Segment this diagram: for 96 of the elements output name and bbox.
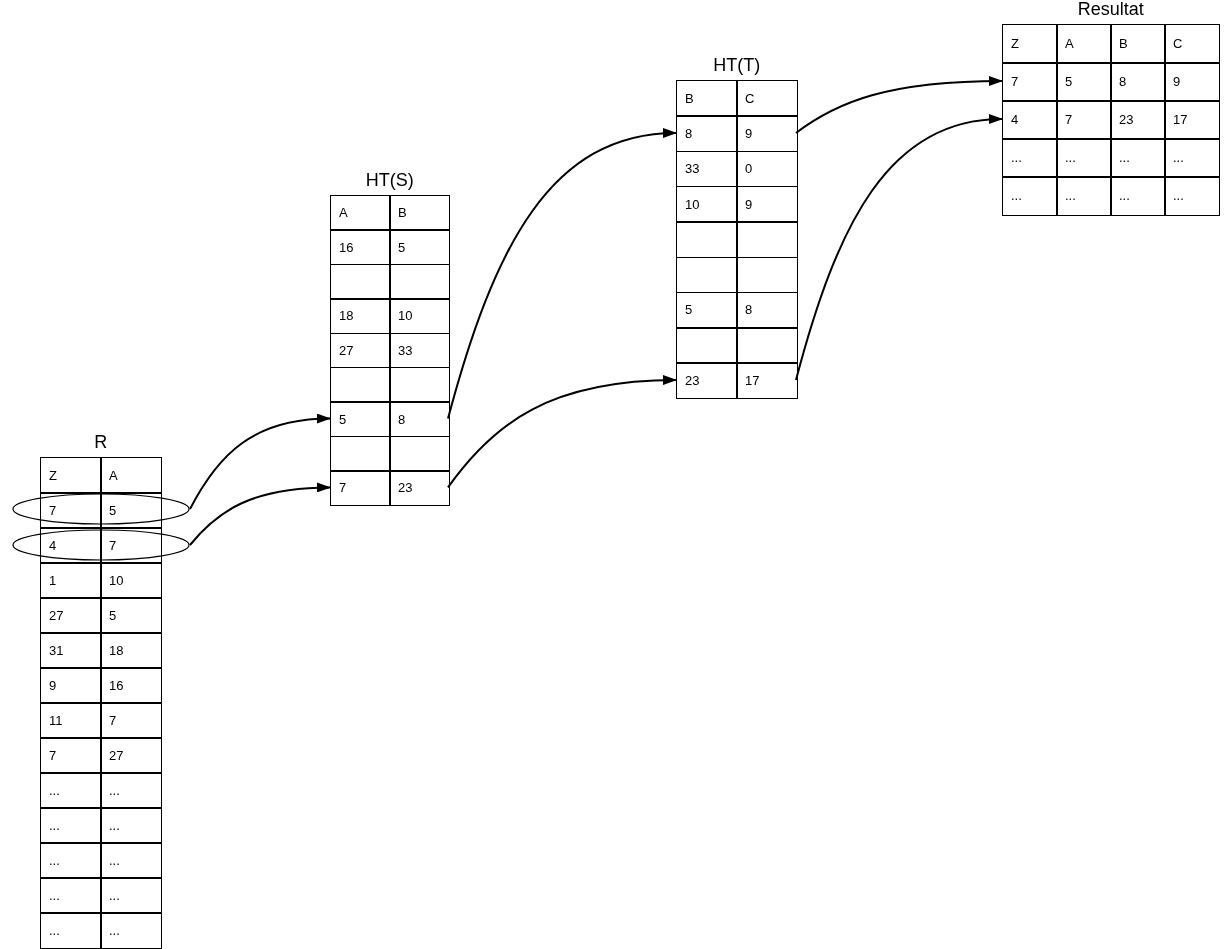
table-cell: 5 bbox=[100, 597, 162, 634]
table-cell: A bbox=[330, 195, 391, 231]
arrow bbox=[795, 76, 1003, 134]
table-cell: 4 bbox=[1002, 100, 1058, 140]
table-cell: 9 bbox=[736, 185, 798, 223]
table-cell: B bbox=[1110, 24, 1166, 64]
table-cell: 10 bbox=[100, 562, 162, 599]
table-cell: 27 bbox=[330, 332, 391, 369]
table-cell bbox=[330, 435, 391, 472]
table-cell: 23 bbox=[389, 470, 450, 507]
table-cell bbox=[330, 367, 391, 403]
table-cell: 27 bbox=[40, 597, 102, 634]
table-cell: 8 bbox=[736, 291, 798, 329]
table-cell: A bbox=[1056, 24, 1112, 64]
table-cell: Z bbox=[1002, 24, 1058, 64]
table-cell: ... bbox=[100, 842, 162, 879]
table-cell: 7 bbox=[1056, 100, 1112, 140]
arrow bbox=[189, 414, 331, 510]
table-cell: 18 bbox=[330, 298, 391, 335]
table-cell: 7 bbox=[100, 527, 162, 564]
table-cell: B bbox=[676, 80, 738, 117]
table-cell: ... bbox=[1056, 138, 1112, 178]
table-cell: ... bbox=[1164, 176, 1220, 216]
table-cell: ... bbox=[40, 807, 102, 844]
table-cell: 8 bbox=[389, 401, 450, 438]
table-cell bbox=[676, 256, 738, 294]
table-cell: ... bbox=[40, 842, 102, 879]
table-title: HT(S) bbox=[365, 169, 414, 192]
table-cell: 0 bbox=[736, 150, 798, 188]
table-cell: ... bbox=[100, 877, 162, 914]
table-cell: 7 bbox=[1002, 62, 1058, 102]
table-cell: 9 bbox=[736, 115, 798, 153]
table-cell bbox=[736, 256, 798, 294]
table-cell: 27 bbox=[100, 737, 162, 774]
table-cell: ... bbox=[40, 772, 102, 809]
table-cell: 9 bbox=[1164, 62, 1220, 102]
table-cell bbox=[389, 263, 450, 300]
table-cell: A bbox=[100, 457, 162, 494]
table-cell: ... bbox=[1002, 138, 1058, 178]
table-cell bbox=[676, 327, 738, 364]
table-cell bbox=[736, 221, 798, 258]
arrow bbox=[795, 115, 1003, 382]
table-cell: 5 bbox=[676, 291, 738, 329]
table-cell: 18 bbox=[100, 632, 162, 669]
table-cell: 23 bbox=[1110, 100, 1166, 140]
table-cell: C bbox=[1164, 24, 1220, 64]
table-cell: Z bbox=[40, 457, 102, 494]
table-cell: ... bbox=[40, 877, 102, 914]
table-cell: 17 bbox=[736, 362, 798, 400]
arrow bbox=[447, 129, 677, 420]
table-cell: C bbox=[736, 80, 798, 117]
arrow bbox=[447, 375, 677, 489]
table-cell: ... bbox=[100, 772, 162, 809]
table-cell: B bbox=[389, 195, 450, 231]
table-cell: ... bbox=[1164, 138, 1220, 178]
table-cell: 23 bbox=[676, 362, 738, 400]
table-cell: 31 bbox=[40, 632, 102, 669]
table-cell: ... bbox=[1002, 176, 1058, 216]
table-cell: 7 bbox=[40, 492, 102, 529]
table-cell: 17 bbox=[1164, 100, 1220, 140]
table-cell: ... bbox=[1110, 138, 1166, 178]
table-cell: 16 bbox=[330, 229, 391, 266]
table-cell: 7 bbox=[40, 737, 102, 774]
table-cell: ... bbox=[100, 807, 162, 844]
table-cell: 33 bbox=[676, 150, 738, 188]
table-cell: 5 bbox=[389, 229, 450, 266]
table-cell: 5 bbox=[100, 492, 162, 529]
table-title: Resultat bbox=[1077, 0, 1144, 21]
table-cell: 11 bbox=[40, 702, 102, 739]
arrow bbox=[189, 482, 331, 546]
table-cell bbox=[330, 263, 391, 300]
table-cell: ... bbox=[1110, 176, 1166, 216]
table-cell bbox=[736, 327, 798, 364]
table-cell: 5 bbox=[1056, 62, 1112, 102]
table-cell bbox=[389, 435, 450, 472]
table-cell: 10 bbox=[389, 298, 450, 335]
table-cell: ... bbox=[40, 912, 102, 949]
table-cell: 7 bbox=[330, 470, 391, 507]
table-title: HT(T) bbox=[713, 54, 761, 77]
row-highlight-ellipse bbox=[12, 493, 190, 525]
table-cell: 33 bbox=[389, 332, 450, 369]
table-cell: 8 bbox=[676, 115, 738, 153]
row-highlight-ellipse bbox=[12, 529, 190, 561]
table-cell: ... bbox=[1056, 176, 1112, 216]
table-cell: 10 bbox=[676, 185, 738, 223]
table-cell: 8 bbox=[1110, 62, 1166, 102]
table-cell: 9 bbox=[40, 667, 102, 704]
table-cell: 1 bbox=[40, 562, 102, 599]
table-cell: 4 bbox=[40, 527, 102, 564]
table-cell: 5 bbox=[330, 401, 391, 438]
table-cell bbox=[389, 367, 450, 403]
table-cell bbox=[676, 221, 738, 258]
table-cell: ... bbox=[100, 912, 162, 949]
table-cell: 16 bbox=[100, 667, 162, 704]
table-title: R bbox=[94, 431, 108, 454]
table-cell: 7 bbox=[100, 702, 162, 739]
